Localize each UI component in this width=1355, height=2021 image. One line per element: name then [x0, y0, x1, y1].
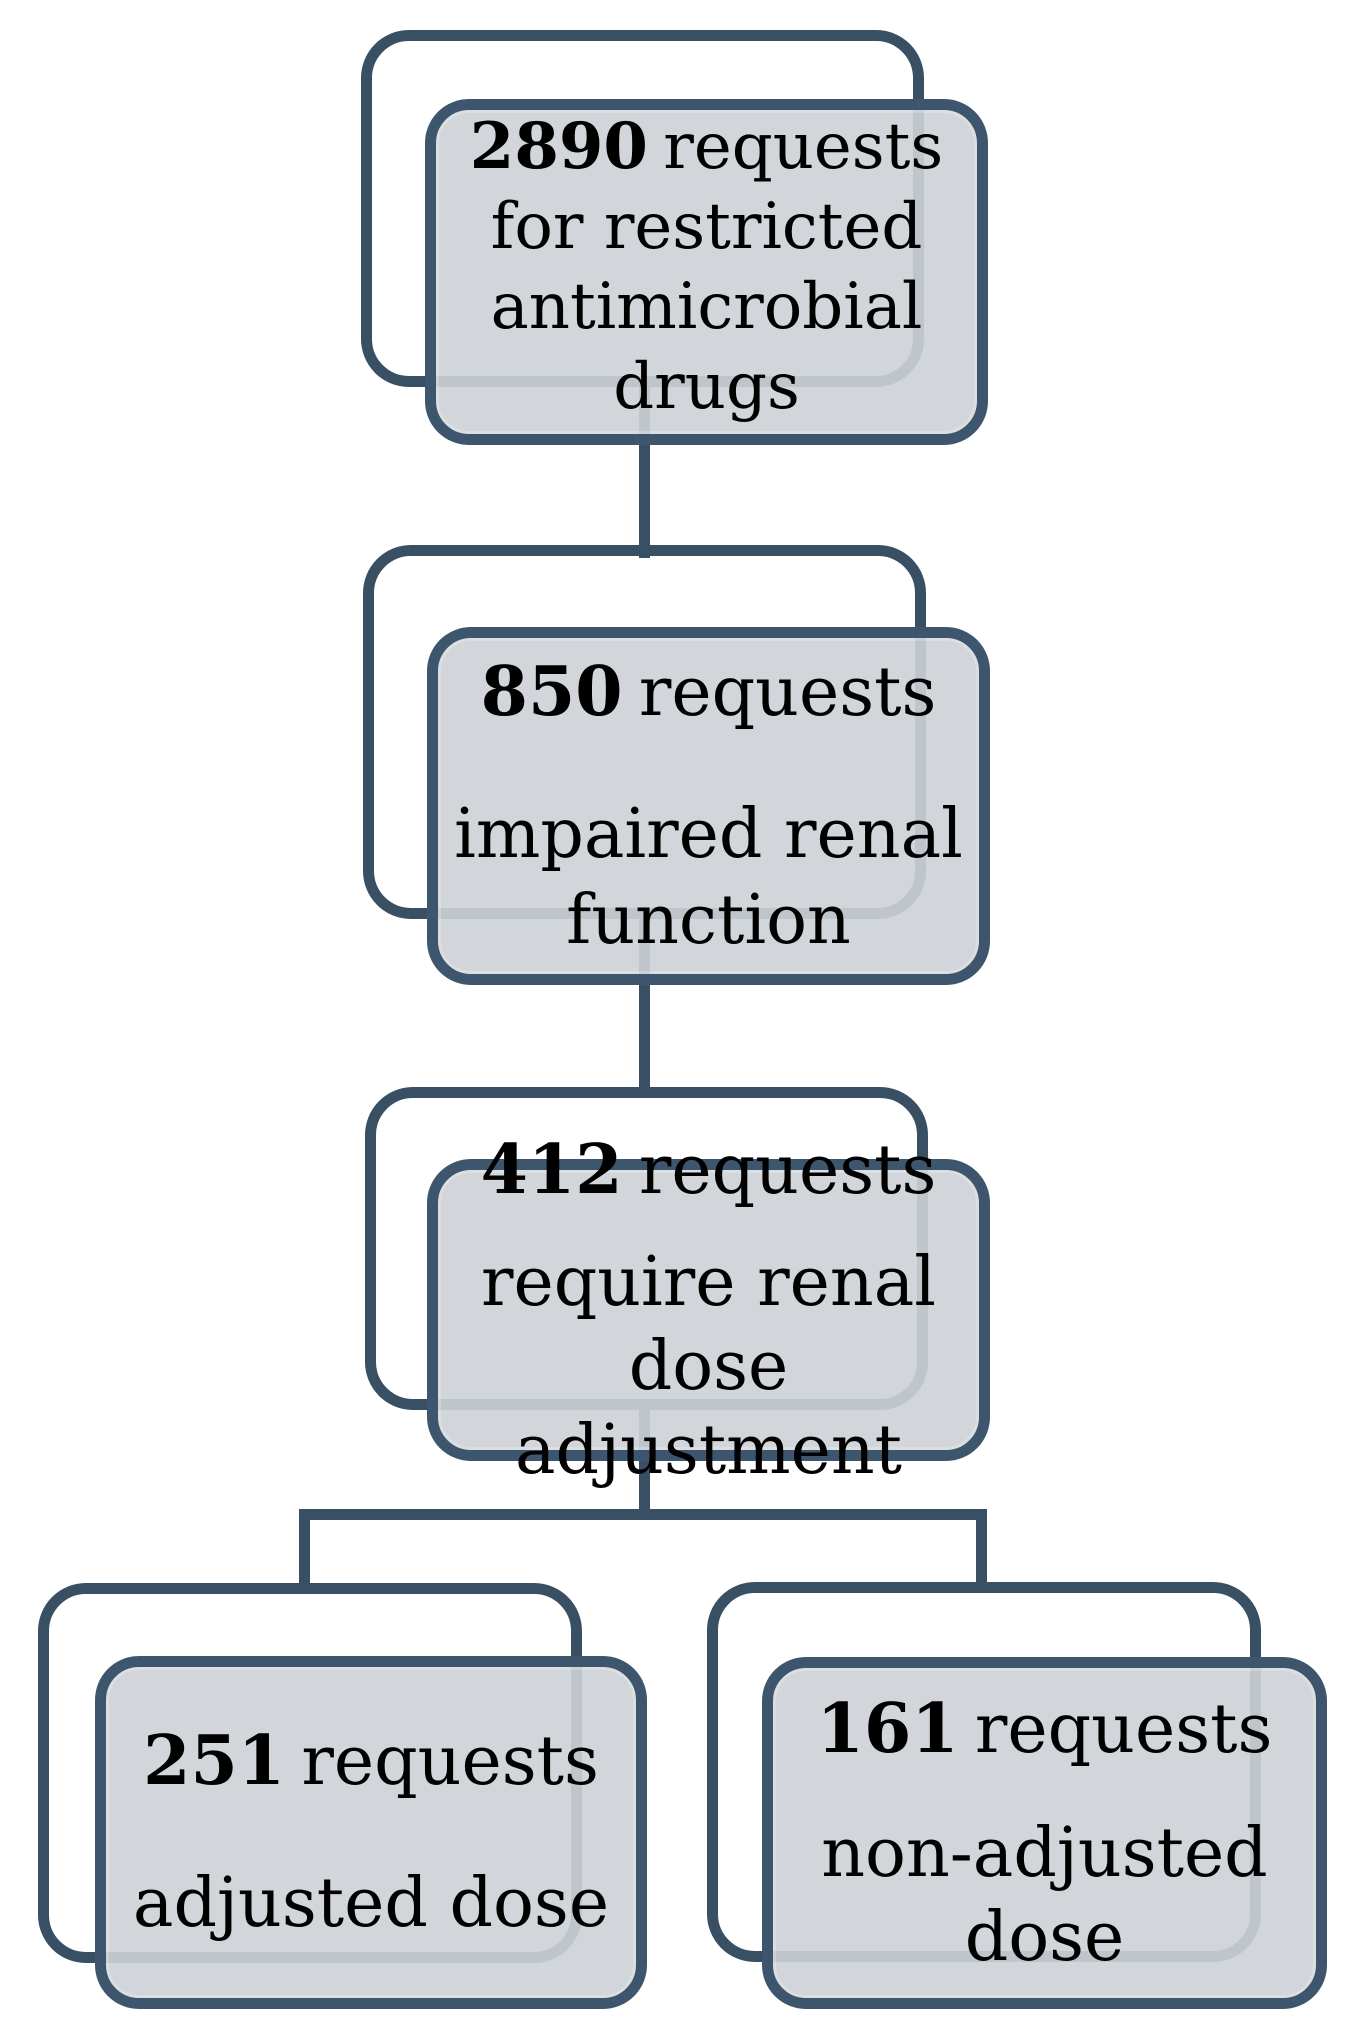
node-body: non-adjusted dose — [821, 1813, 1268, 1977]
connector-impaired-to-adjustment — [639, 912, 650, 1097]
branch-bar — [299, 1509, 987, 1520]
node-body: for restricted antimicrobial drugs — [490, 190, 923, 424]
node-unit: requests — [638, 1130, 937, 1210]
node-unit: requests — [301, 1722, 599, 1801]
node-number: 850 — [480, 651, 623, 732]
node-number: 251 — [143, 1721, 286, 1801]
branch-drop-right — [976, 1509, 987, 1589]
connector-total-to-impaired — [639, 378, 650, 558]
node-number: 412 — [480, 1129, 623, 1210]
node-number: 161 — [816, 1688, 959, 1769]
node-body: require renal dose adjustment — [480, 1242, 936, 1490]
branch-drop-left — [299, 1509, 310, 1589]
node-unit: requests — [663, 110, 944, 184]
node-body: adjusted dose — [132, 1864, 610, 1943]
node-number: 2890 — [469, 109, 648, 184]
node-body: impaired renal function — [454, 794, 963, 960]
node-unit: requests — [638, 652, 937, 732]
node-unit: requests — [974, 1689, 1273, 1769]
